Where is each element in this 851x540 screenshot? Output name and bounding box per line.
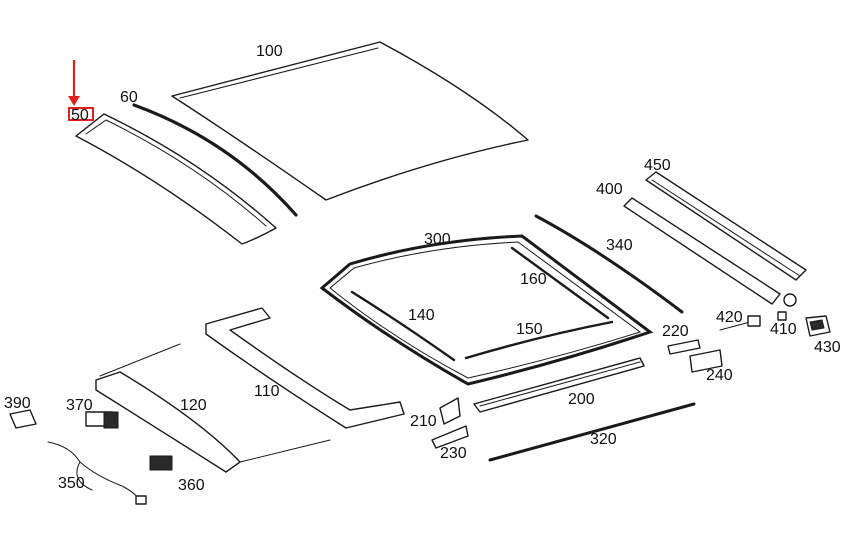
label-240[interactable]: 240	[706, 367, 733, 384]
label-400[interactable]: 400	[596, 181, 623, 198]
part-60-seal-strip[interactable]	[132, 103, 298, 217]
part-200-guide-rail[interactable]	[473, 357, 645, 413]
label-320[interactable]: 320	[590, 431, 617, 448]
label-110[interactable]: 110	[254, 383, 280, 400]
part-340-seal[interactable]	[534, 214, 684, 314]
part-110-frame[interactable]	[205, 307, 405, 429]
label-150[interactable]: 150	[516, 321, 543, 338]
part-160-strip[interactable]	[510, 246, 610, 320]
label-420[interactable]: 420	[716, 309, 743, 326]
part-320-seal-strip[interactable]	[488, 402, 696, 462]
part-50-front-glass[interactable]	[75, 113, 277, 245]
highlight-arrow	[68, 60, 80, 106]
highlight-box	[68, 107, 94, 121]
part-230-bracket[interactable]	[431, 425, 469, 449]
part-100-roof-glass[interactable]	[171, 41, 529, 201]
label-410[interactable]: 410	[770, 321, 797, 338]
label-140[interactable]: 140	[408, 307, 435, 324]
part-430-bracket[interactable]	[805, 315, 831, 337]
part-300-frame-seal[interactable]	[319, 234, 654, 386]
label-200[interactable]: 200	[568, 391, 595, 408]
label-220[interactable]: 220	[662, 323, 689, 340]
label-370[interactable]: 370	[66, 397, 93, 414]
label-50[interactable]: 50	[71, 107, 89, 124]
part-240-bracket[interactable]	[689, 349, 723, 373]
part-350-wiring-harness[interactable]	[47, 441, 147, 505]
part-420-lever[interactable]	[719, 315, 761, 331]
label-160[interactable]: 160	[520, 271, 547, 288]
label-210[interactable]: 210	[410, 413, 437, 430]
label-60[interactable]: 60	[120, 89, 138, 106]
part-450-rail[interactable]	[645, 171, 807, 307]
label-390[interactable]: 390	[4, 395, 31, 412]
part-120-drive-assembly[interactable]	[95, 343, 331, 473]
label-430[interactable]: 430	[814, 339, 841, 356]
part-220-bracket[interactable]	[667, 339, 701, 355]
label-230[interactable]: 230	[440, 445, 467, 462]
part-370-motor[interactable]	[85, 411, 119, 429]
part-150-strip[interactable]	[464, 320, 614, 360]
part-390-control-unit[interactable]	[9, 409, 37, 429]
highlight-arrow-head	[68, 96, 80, 106]
label-450[interactable]: 450	[644, 157, 671, 174]
part-360-motor[interactable]	[149, 455, 173, 471]
label-300[interactable]: 300	[424, 231, 451, 248]
part-140-strip[interactable]	[350, 290, 456, 362]
label-120[interactable]: 120	[180, 397, 207, 414]
label-350[interactable]: 350	[58, 475, 85, 492]
label-340[interactable]: 340	[606, 237, 633, 254]
part-410-clip[interactable]	[777, 311, 787, 321]
label-100[interactable]: 100	[256, 43, 283, 60]
part-210-bracket[interactable]	[439, 397, 461, 425]
part-400-rail[interactable]	[623, 197, 781, 305]
label-360[interactable]: 360	[178, 477, 205, 494]
